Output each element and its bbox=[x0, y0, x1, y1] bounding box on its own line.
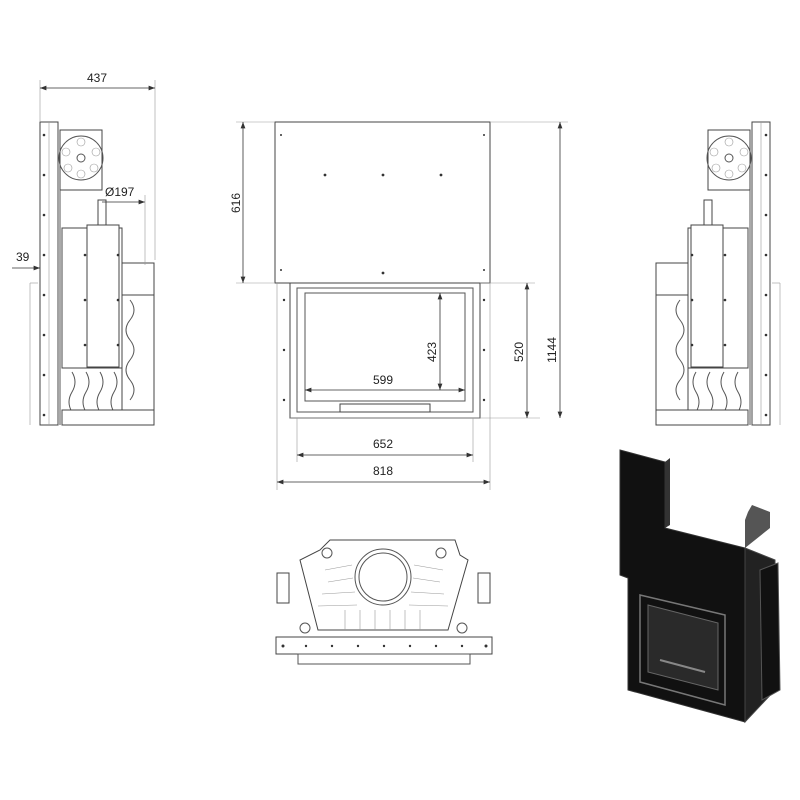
upper-height-label: 616 bbox=[229, 193, 243, 213]
depth-label: 437 bbox=[87, 71, 107, 85]
total-height-label: 1144 bbox=[545, 337, 559, 363]
front-view: 616 1144 520 423 599 652 818 bbox=[229, 121, 568, 490]
glass-width-label: 599 bbox=[373, 373, 393, 387]
flue-diameter-label: Ø197 bbox=[105, 185, 135, 199]
top-view bbox=[275, 539, 493, 665]
frame-width-label: 652 bbox=[373, 437, 393, 451]
isometric-view bbox=[619, 449, 781, 724]
offset-label: 39 bbox=[16, 250, 30, 264]
left-side-view: 437 Ø197 39 bbox=[12, 71, 156, 426]
right-side-view bbox=[655, 121, 781, 426]
total-width-label: 818 bbox=[373, 464, 393, 478]
frame-height-label: 520 bbox=[512, 342, 526, 362]
glass-height-label: 423 bbox=[425, 342, 439, 362]
